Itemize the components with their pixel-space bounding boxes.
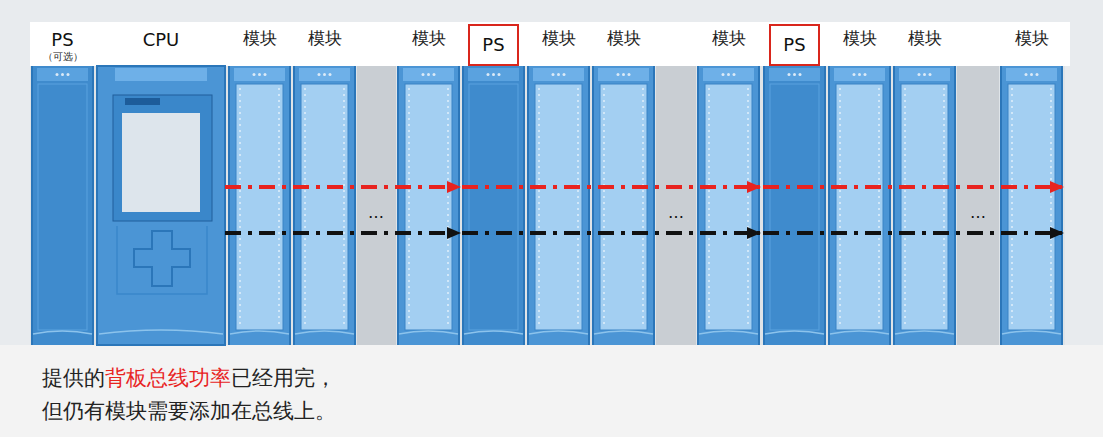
module-label: 模块 [607, 28, 641, 48]
rack-gap [656, 66, 696, 345]
caption-line: 提供的背板总线功率已经用完， [42, 364, 336, 392]
module-box: 模块 [228, 22, 291, 345]
gap-ellipsis: … [668, 204, 684, 222]
module-box: 模块 [828, 22, 891, 345]
highlighted-label: PS [468, 24, 518, 66]
io-module [828, 66, 891, 345]
rack-backing [30, 66, 1065, 345]
cpu-screen [122, 113, 200, 212]
module-box: 模块 [397, 22, 460, 345]
module-label: 模块 [1015, 28, 1049, 48]
header-band [30, 22, 1070, 66]
bus-arrow [225, 231, 460, 235]
module-box: 模块 [293, 22, 356, 345]
caption-highlight: 背板总线功率 [105, 366, 231, 390]
module-label: 模块 [712, 28, 746, 48]
cpu-top-strip [115, 68, 207, 81]
module-label: 模块 [243, 28, 277, 48]
module-note: （可选） [43, 51, 83, 63]
io-module [293, 66, 356, 345]
module-box: 模块 [893, 22, 956, 345]
bus-arrow [225, 185, 460, 189]
cpu-base-line [99, 330, 223, 334]
rack-gap [957, 66, 999, 345]
bus-arrow [763, 185, 1063, 189]
module-label: 模块 [308, 28, 342, 48]
rack-gap [357, 66, 396, 345]
cpu-display-bar [125, 98, 160, 105]
io-module [1000, 66, 1063, 345]
bus-arrow [763, 231, 1063, 235]
ps-module [763, 66, 826, 345]
caption-line: 但仍有模块需要添加在总线上。 [42, 397, 336, 425]
ps-module-box: PS（可选） [31, 22, 94, 345]
bus-arrow [462, 231, 760, 235]
ps-module-box: PS [462, 22, 525, 345]
io-module [893, 66, 956, 345]
ps-module-box: PS [763, 22, 826, 345]
module-label: 模块 [542, 28, 576, 48]
gap-ellipsis: … [368, 204, 384, 222]
module-label: 模块 [843, 28, 877, 48]
io-module [397, 66, 460, 345]
cpu-box: CPU [97, 22, 225, 345]
highlighted-label: PS [769, 24, 819, 66]
module-box: 模块 [697, 22, 760, 345]
caption-text: 已经用完， [231, 366, 336, 390]
io-module [228, 66, 291, 345]
module-label: 模块 [908, 28, 942, 48]
cpu-keypad [134, 231, 190, 286]
cpu-keypad-frame [117, 226, 207, 294]
module-label: CPU [143, 29, 180, 51]
module-label: 模块 [412, 28, 446, 48]
ps-module [31, 66, 94, 345]
caption-ground [0, 345, 1103, 437]
io-module [592, 66, 655, 345]
gap-ellipsis: … [970, 204, 986, 222]
module-label: PS [51, 29, 73, 51]
cpu-module [97, 66, 225, 345]
module-box: 模块 [527, 22, 590, 345]
io-module [527, 66, 590, 345]
module-box: 模块 [592, 22, 655, 345]
cpu-display-frame [113, 95, 212, 221]
cpu-body [97, 66, 225, 345]
caption-text: 提供的 [42, 366, 105, 390]
bus-arrow [462, 185, 760, 189]
module-box: 模块 [1000, 22, 1063, 345]
ps-module [462, 66, 525, 345]
io-module [697, 66, 760, 345]
caption-text: 但仍有模块需要添加在总线上。 [42, 399, 336, 423]
